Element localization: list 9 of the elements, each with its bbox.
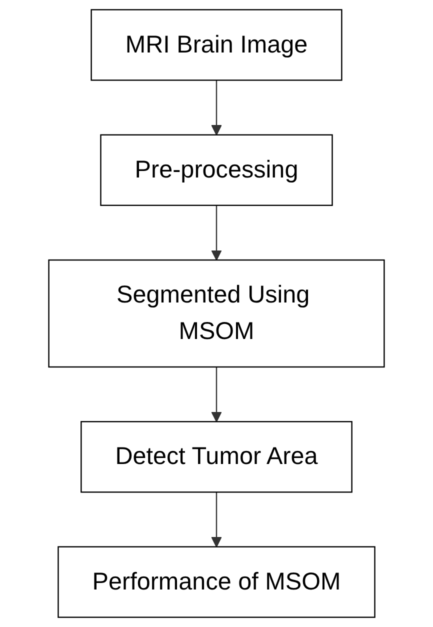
arrow: [211, 80, 222, 136]
node-box: Performance of MSOM: [58, 546, 376, 618]
node-box: MRI Brain Image: [90, 9, 342, 81]
node-box: Segmented Using MSOM: [48, 259, 385, 368]
node-box: Pre-processing: [100, 134, 333, 206]
arrow: [211, 492, 222, 548]
node-box: Detect Tumor Area: [80, 421, 352, 493]
arrow: [211, 366, 222, 422]
arrow: [211, 205, 222, 261]
